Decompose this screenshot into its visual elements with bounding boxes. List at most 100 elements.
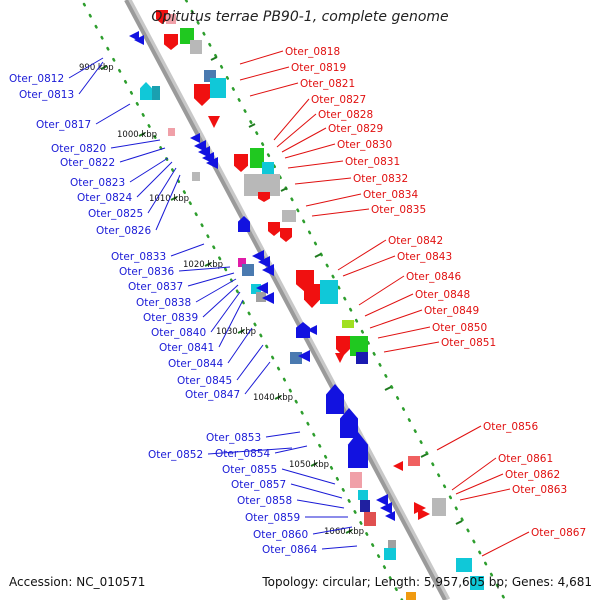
leader-line-left [129,157,169,183]
scale-tick-right [384,386,392,391]
gene-arrow [258,256,270,268]
gene-arrow [418,508,430,520]
gene-box [320,280,338,304]
gene-label-right: Oter_0862 [505,469,560,481]
gene-label-right: Oter_0832 [353,173,408,185]
gene-label-left: Oter_0864 [262,544,317,556]
leader-line-left [218,299,244,348]
leader-line-left [136,161,173,198]
leader-line-right [284,143,336,159]
leader-line-left [290,483,343,499]
leader-line-left [178,266,231,272]
gene-box [364,512,376,526]
gene-arrow [376,494,388,506]
gene-arrow [208,116,220,128]
gene-label-right: Oter_0843 [397,251,452,263]
gene-box-grey [190,40,202,54]
scale-tick-right [280,187,288,192]
gene-arrow [258,192,270,202]
gene-label-left: Oter_0826 [96,225,151,237]
gene-label-left: Oter_0820 [51,143,106,155]
leader-line-left [227,327,253,364]
gene-arrow [304,284,320,308]
gene-arrow [326,384,344,414]
gene-box-grey [192,172,200,181]
leader-line-right [311,208,370,217]
leader-line-left [110,139,161,149]
gene-label-right: Oter_0846 [406,271,461,283]
leader-line-right [377,326,431,339]
gene-label-left: Oter_0847 [185,389,240,401]
gene-label-right: Oter_0851 [441,337,496,349]
leader-line-left [312,526,353,535]
gene-box-grey [262,174,280,196]
scale-tick-right [248,123,256,128]
leader-line-left [68,57,104,79]
scale-dots-right [184,0,507,600]
gene-arrow [156,10,168,24]
gene-label-left: Oter_0844 [168,358,223,370]
scale-tick-right [455,520,463,525]
leader-line-left [170,243,205,257]
leader-line-left [236,344,264,381]
leader-line-right [436,425,482,451]
gene-box [290,352,302,364]
leader-line-right [239,66,290,81]
gene-label-right: Oter_0861 [498,453,553,465]
leader-line-left [207,447,293,455]
leader-line-right [358,275,405,306]
gene-box [210,78,226,98]
gene-label-left: Oter_0857 [231,479,286,491]
leader-line-right [305,193,362,207]
gene-box [388,540,396,548]
gene-box-grey [244,174,262,196]
scale-label: 1020 kbp [183,260,223,270]
gene-label-left: Oter_0833 [111,251,166,263]
leader-line-left [202,284,239,318]
gene-arrow [280,228,292,242]
gene-label-left: Oter_0841 [159,342,214,354]
gene-box-orange [406,592,416,600]
gene-arrow [198,146,210,158]
gene-arrow [348,432,368,468]
leader-line-left [210,291,241,333]
gene-arrow [380,502,392,514]
leader-line-right [281,127,327,153]
gene-arrow [194,84,210,106]
scale-tick-left [170,196,178,201]
gene-arrow [262,292,274,304]
gene-label-right: Oter_0821 [300,78,355,90]
genome-backbone [124,0,447,600]
gene-box [470,576,484,590]
gene-label-right: Oter_0830 [337,139,392,151]
gene-label-left: Oter_0858 [237,495,292,507]
genome-summary-text: Topology: circular; Length: 5,957,605 bp… [262,575,592,589]
gene-label-right: Oter_0848 [415,289,470,301]
gene-label-left: Oter_0852 [148,449,203,461]
gene-label-right: Oter_0850 [432,322,487,334]
gene-box-lime [342,320,354,328]
leader-line-right [239,50,284,65]
gene-box-pink [168,128,175,136]
gene-arrow [336,336,350,356]
gene-box [256,292,266,302]
gene-label-right: Oter_0835 [371,204,426,216]
leader-line-right [294,177,352,185]
gene-box [358,490,368,500]
gene-label-left: Oter_0853 [206,432,261,444]
gene-label-left: Oter_0839 [143,312,198,324]
gene-label-left: Oter_0822 [60,157,115,169]
leader-line-left [187,272,235,287]
gene-label-right: Oter_0831 [345,156,400,168]
gene-label-right: Oter_0828 [318,109,373,121]
gene-box-grey [432,498,446,516]
gene-label-left: Oter_0812 [9,73,64,85]
gene-box-magenta [238,258,246,267]
gene-arrow [296,322,310,338]
gene-arrow [262,264,274,276]
gene-label-left: Oter_0845 [177,375,232,387]
leader-line-right [481,531,530,557]
scale-tick-left [274,395,282,400]
